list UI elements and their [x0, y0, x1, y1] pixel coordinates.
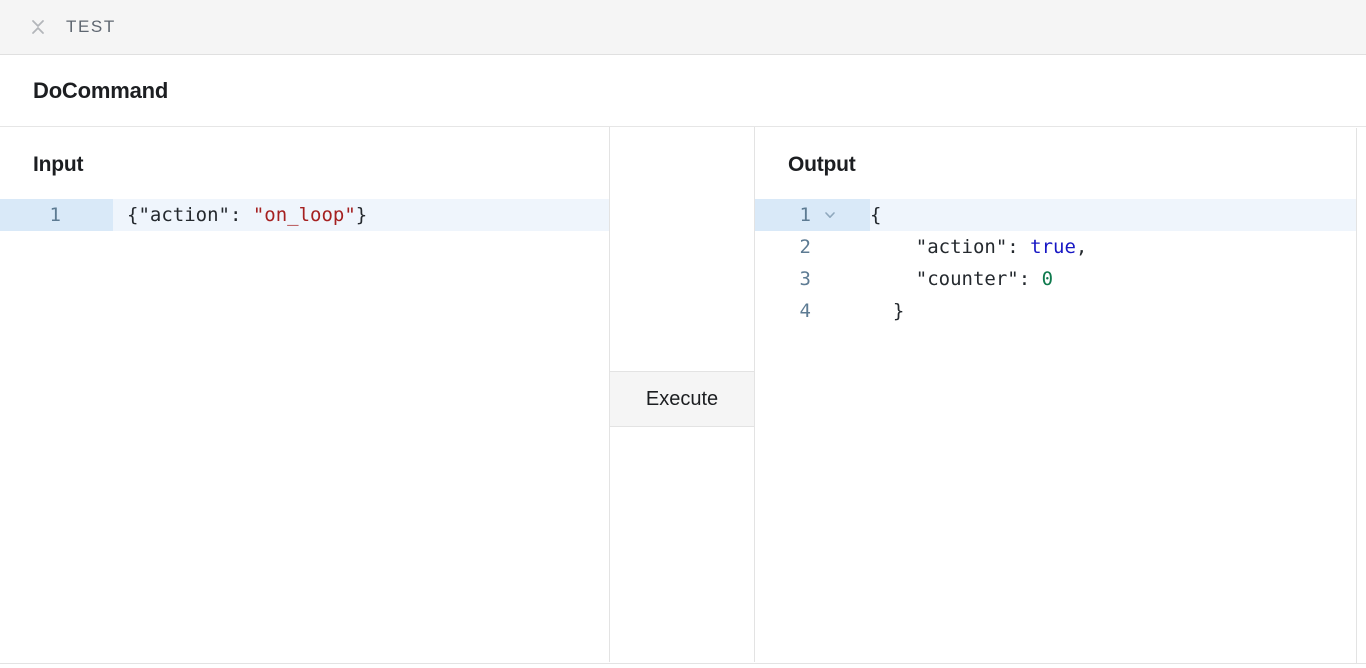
code-line-content[interactable]: "action": true,	[870, 231, 1366, 263]
code-token-string: "on_loop"	[252, 204, 356, 226]
output-panel: Output 1{2 "action": true,3 "counter": 0…	[755, 127, 1366, 662]
command-header: DoCommand	[0, 55, 1366, 127]
line-number-gutter: 1	[755, 199, 870, 231]
code-token-plain: {	[870, 204, 882, 226]
code-line[interactable]: 1{	[755, 199, 1366, 231]
line-number: 4	[799, 300, 811, 322]
code-line-content[interactable]: {	[870, 199, 1366, 231]
code-line[interactable]: 4 }	[755, 295, 1366, 327]
code-token-plain: "action":	[870, 236, 1031, 258]
code-line-content[interactable]: {"action": "on_loop"}	[113, 199, 609, 231]
execute-button[interactable]: Execute	[610, 371, 754, 427]
code-token-plain: ,	[1075, 236, 1088, 258]
line-number-gutter: 3	[755, 263, 870, 295]
code-line-content[interactable]: "counter": 0	[870, 263, 1366, 295]
line-number: 3	[799, 268, 811, 290]
output-scroll-edge[interactable]	[1356, 128, 1366, 663]
code-token-plain: }	[870, 300, 905, 322]
test-bar: TEST	[0, 0, 1366, 55]
code-token-plain: "counter":	[870, 268, 1042, 290]
chevron-down-icon[interactable]	[817, 208, 843, 222]
page-title: DoCommand	[33, 77, 169, 103]
editor-body: Input 1{"action": "on_loop"} Execute Out…	[0, 127, 1366, 662]
collapse-vertical-icon[interactable]	[27, 16, 49, 38]
input-panel: Input 1{"action": "on_loop"}	[0, 127, 609, 662]
action-panel: Execute	[609, 127, 755, 662]
output-panel-heading: Output	[788, 153, 856, 176]
line-number-gutter: 1	[0, 199, 113, 231]
code-token-boolean: true	[1030, 236, 1076, 258]
action-panel-spacer	[610, 127, 754, 371]
line-number: 2	[799, 236, 811, 258]
code-token-number: 0	[1041, 268, 1054, 290]
code-line[interactable]: 1{"action": "on_loop"}	[0, 199, 609, 231]
line-number: 1	[799, 204, 811, 226]
test-bar-label: TEST	[66, 17, 116, 36]
input-code-editor[interactable]: 1{"action": "on_loop"}	[0, 199, 609, 231]
code-line-content[interactable]: }	[870, 295, 1366, 327]
line-number-gutter: 2	[755, 231, 870, 263]
panel-bottom-divider	[0, 663, 1366, 664]
code-line[interactable]: 3 "counter": 0	[755, 263, 1366, 295]
code-token-plain: }	[355, 204, 368, 226]
input-panel-heading: Input	[33, 153, 84, 176]
line-number-gutter: 4	[755, 295, 870, 327]
code-line[interactable]: 2 "action": true,	[755, 231, 1366, 263]
code-token-plain: {"action":	[127, 204, 253, 226]
